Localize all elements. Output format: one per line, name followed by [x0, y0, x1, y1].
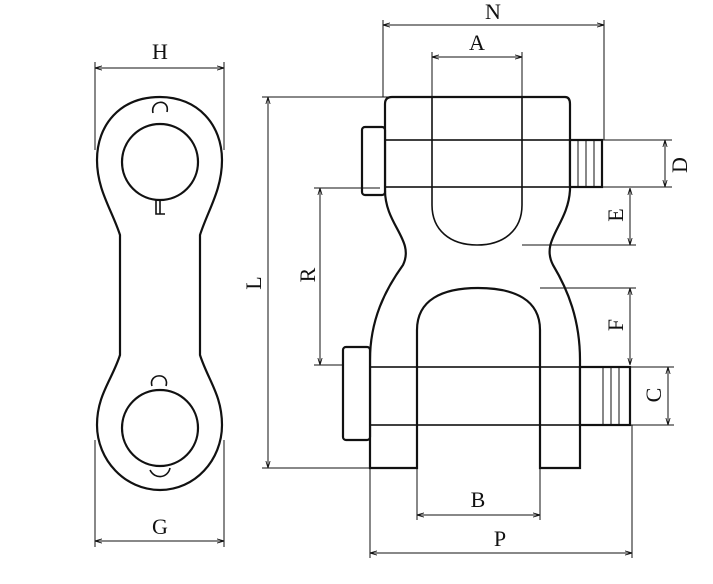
dimension-lines — [95, 25, 668, 553]
link-bottom-cotter-pin — [149, 375, 171, 478]
label-F: F — [603, 319, 628, 331]
bottom-pin-head — [341, 345, 372, 442]
label-N: N — [485, 0, 501, 24]
link-outline — [95, 95, 224, 492]
label-P: P — [494, 526, 506, 551]
shackle-part — [341, 95, 632, 470]
bottom-pin-thread — [578, 365, 632, 427]
extension-lines — [94, 20, 674, 558]
label-G: G — [152, 514, 168, 539]
shackle-body-outline — [368, 95, 582, 470]
shackle-top-slot — [431, 97, 523, 246]
label-H: H — [152, 39, 168, 64]
link-part — [95, 95, 224, 492]
top-thread-lines — [577, 140, 595, 187]
link-bottom-hole — [120, 388, 200, 468]
link-top-hole — [120, 122, 200, 202]
label-R: R — [295, 267, 320, 282]
label-D: D — [667, 157, 692, 173]
label-B: B — [471, 487, 486, 512]
link-top-cotter-pin — [152, 101, 168, 215]
dimension-labels: H G N A L R D E F C B P — [152, 0, 692, 551]
label-L: L — [241, 276, 266, 289]
label-C: C — [641, 388, 666, 403]
bottom-thread-lines — [602, 367, 620, 425]
top-pin-head — [360, 125, 387, 197]
label-A: A — [469, 30, 485, 55]
label-E: E — [603, 208, 628, 221]
